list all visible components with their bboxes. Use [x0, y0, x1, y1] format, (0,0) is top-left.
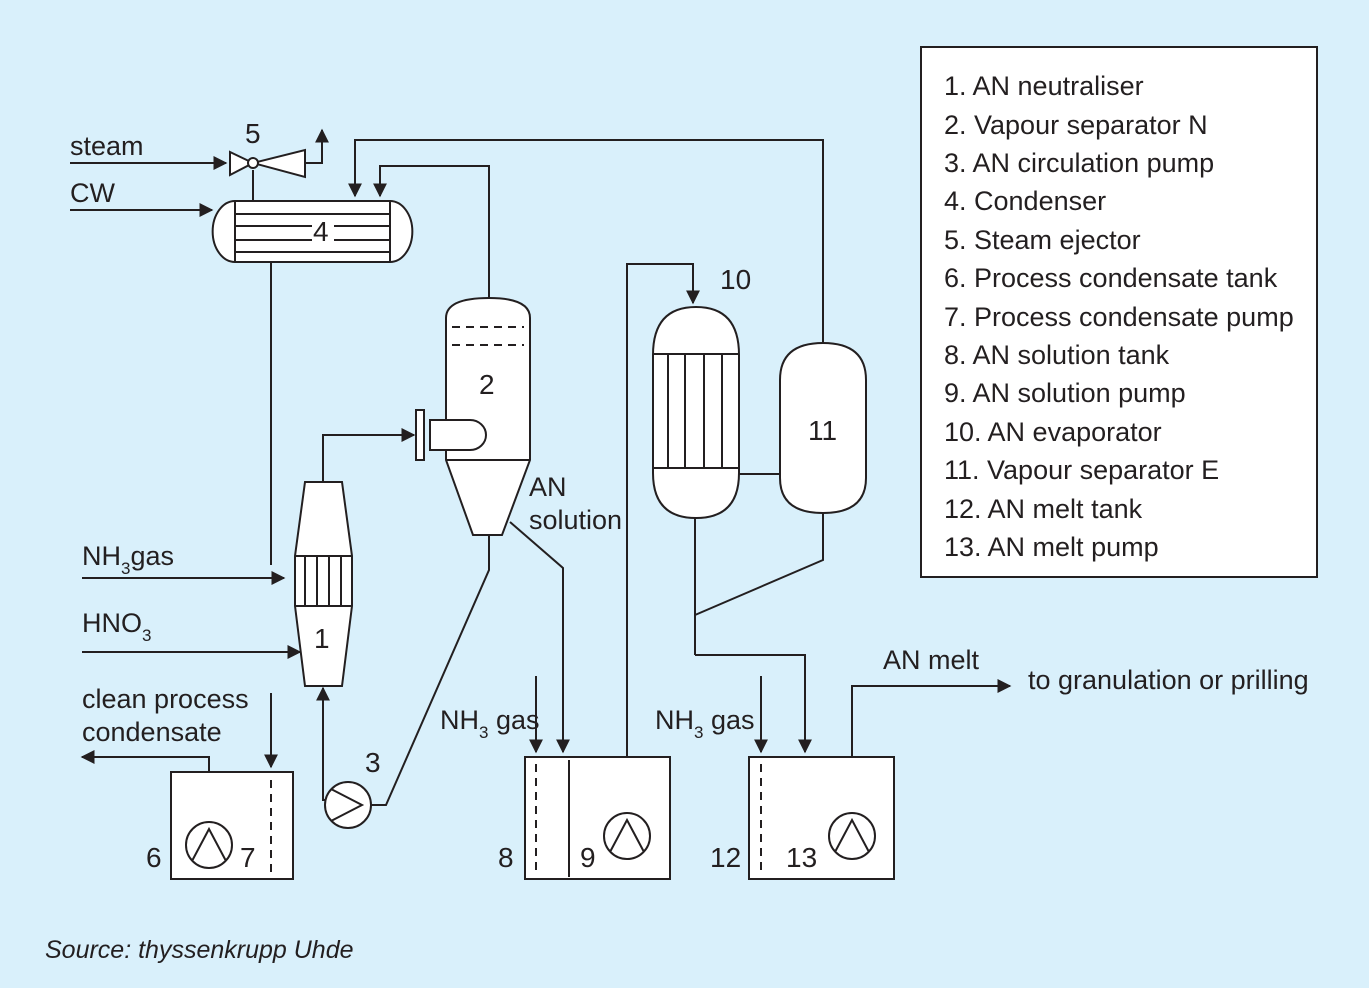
label-condensate: condensate: [82, 717, 222, 747]
label-steam: steam: [70, 131, 144, 161]
label-an-melt: AN melt: [883, 645, 980, 675]
number-2: 2: [479, 369, 495, 400]
legend-item-1: 1. AN neutraliser: [944, 71, 1144, 101]
steam-ejector: [229, 148, 306, 179]
legend-item-7: 7. Process condensate pump: [944, 302, 1294, 332]
label-nh3-gas-tank8: NH3 gas: [440, 705, 540, 742]
legend: 1. AN neutraliser 2. Vapour separator N …: [920, 46, 1318, 578]
label-to-granulation: to granulation or prilling: [1028, 665, 1309, 695]
legend-item-12: 12. AN melt tank: [944, 494, 1143, 524]
number-5: 5: [245, 118, 261, 149]
label-clean-process: clean process: [82, 684, 249, 714]
number-1: 1: [314, 623, 330, 654]
number-3: 3: [365, 747, 381, 778]
stream-labels: steam CW NH3gas HNO3 clean process conde…: [70, 131, 1309, 747]
an-circulation-pump: [324, 781, 372, 829]
an-solution-tank: [524, 756, 671, 880]
label-nh3-gas-tank12: NH3 gas: [655, 705, 755, 742]
label-hno3: HNO3: [82, 608, 151, 645]
label-nh3-gas-main: NH3gas: [82, 541, 174, 578]
legend-item-8: 8. AN solution tank: [944, 340, 1170, 370]
label-an: AN: [529, 472, 567, 502]
number-9: 9: [580, 842, 596, 873]
number-6: 6: [146, 842, 162, 873]
legend-item-6: 6. Process condensate tank: [944, 263, 1278, 293]
condenser: [211, 200, 414, 263]
number-12: 12: [710, 842, 741, 873]
legend-item-3: 3. AN circulation pump: [944, 148, 1214, 178]
legend-item-11: 11. Vapour separator E: [944, 455, 1219, 485]
number-11: 11: [808, 415, 837, 446]
source-credit: Source: thyssenkrupp Uhde: [45, 936, 354, 964]
label-cw: CW: [70, 178, 115, 208]
number-10: 10: [720, 264, 751, 295]
number-13: 13: [786, 842, 817, 873]
number-4: 4: [313, 216, 329, 247]
equipment-numbers: 1 2 3 4 5 6 7 8 9 10 11 12 13: [146, 118, 837, 873]
vapour-separator-n: [415, 296, 531, 536]
label-solution: solution: [529, 505, 622, 535]
number-7: 7: [240, 842, 256, 873]
legend-item-9: 9. AN solution pump: [944, 378, 1186, 408]
legend-item-4: 4. Condenser: [944, 186, 1106, 216]
legend-item-2: 2. Vapour separator N: [944, 110, 1208, 140]
process-condensate-tank: [170, 771, 294, 880]
legend-item-10: 10. AN evaporator: [944, 417, 1162, 447]
an-evaporator: [652, 305, 740, 520]
legend-item-13: 13. AN melt pump: [944, 532, 1159, 562]
vapour-separator-e: [779, 341, 867, 515]
an-melt-tank: [748, 756, 895, 880]
number-8: 8: [498, 842, 514, 873]
an-neutraliser: [294, 481, 353, 687]
legend-item-5: 5. Steam ejector: [944, 225, 1141, 255]
